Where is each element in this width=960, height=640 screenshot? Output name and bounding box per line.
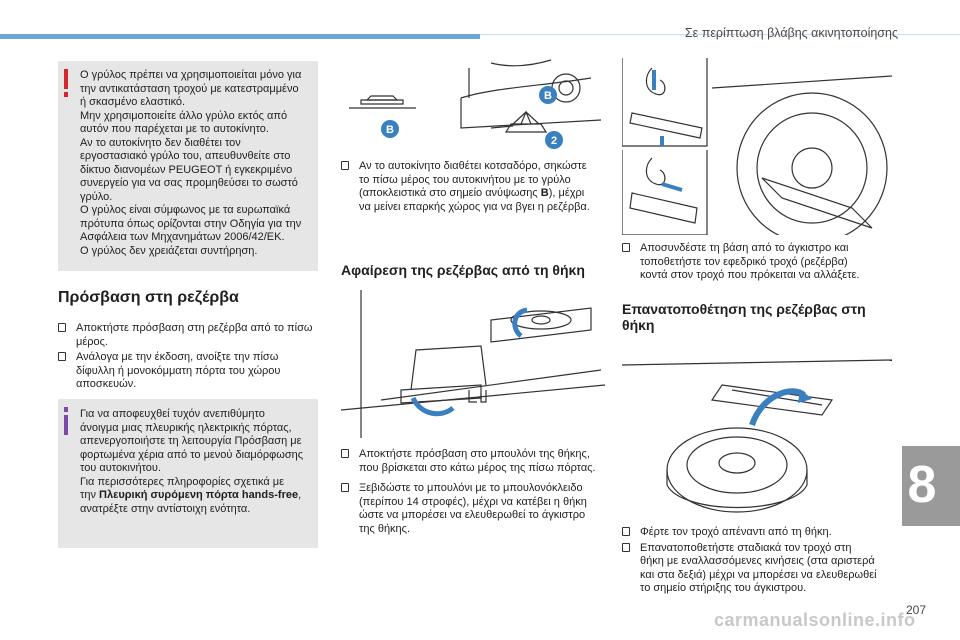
- page-header-title: Σε περίπτωση βλάβης ακινητοποίησης: [684, 26, 898, 40]
- detach-steps: Αποσυνδέστε τη βάση από το άγκιστρο και …: [622, 242, 892, 285]
- access-steps: Αποκτήστε πρόσβαση στη ρεζέρβα από το πί…: [58, 322, 320, 394]
- warning-text: Ο γρύλος πρέπει να χρησιμοποιείται μόνο …: [80, 69, 302, 257]
- info-text: Για να αποφευχθεί τυχόν ανεπιθύμητο άνοι…: [80, 408, 304, 515]
- list-item: Αν το αυτοκίνητο διαθέτει κοτσαδόρο, σηκ…: [341, 160, 603, 214]
- wheel-refit-illustration: [622, 355, 892, 520]
- list-item: Αποκτήστε πρόσβαση στη ρεζέρβα από το πί…: [58, 322, 320, 349]
- step-arrow-icon: [622, 527, 630, 536]
- step-arrow-icon: [58, 323, 66, 332]
- info-box: Για να αποφευχθεί τυχόν ανεπιθύμητο άνοι…: [58, 399, 318, 548]
- list-item: Αποκτήστε πρόσβαση στο μπουλόνι της θήκη…: [341, 448, 609, 475]
- chapter-tab: 8: [902, 446, 960, 526]
- callout-b-2: B: [544, 90, 552, 102]
- step-arrow-icon: [622, 243, 630, 252]
- header-rule: [480, 34, 960, 35]
- cradle-hook-illustration: [622, 58, 892, 235]
- spare-wheel-bolt-illustration: [341, 290, 605, 438]
- header-accent-bar: [0, 34, 480, 39]
- step-arrow-icon: [341, 161, 349, 170]
- list-item: Φέρτε τον τροχό απέναντι από τη θήκη.: [622, 526, 894, 540]
- callout-2: 2: [551, 135, 557, 147]
- jack-lift-illustration: B B 2: [341, 58, 605, 150]
- section-title-refit: Επανατοποθέτηση της ρεζέρβας στη θήκη: [622, 301, 866, 333]
- list-item: Επανατοποθετήστε σταδιακά τον τροχό στη …: [622, 542, 894, 596]
- chapter-number: 8: [907, 456, 937, 514]
- callout-b-1: B: [386, 124, 394, 136]
- step-arrow-icon: [341, 449, 349, 458]
- watermark: carmanualsonline.info: [714, 610, 916, 630]
- step-arrow-icon: [341, 483, 349, 492]
- remove-steps: Αποκτήστε πρόσβαση στο μπουλόνι της θήκη…: [341, 448, 609, 543]
- step-arrow-icon: [622, 542, 630, 552]
- towbar-note: Αν το αυτοκίνητο διαθέτει κοτσαδόρο, σηκ…: [341, 160, 603, 216]
- info-icon: [63, 407, 69, 435]
- section-title-access: Πρόσβαση στη ρεζέρβα: [58, 289, 239, 306]
- section-title-remove: Αφαίρεση της ρεζέρβας από τη θήκη: [341, 262, 585, 278]
- page-number: 207: [906, 603, 927, 617]
- warning-box: Ο γρύλος πρέπει να χρησιμοποιείται μόνο …: [58, 61, 318, 271]
- refit-steps: Φέρτε τον τροχό απέναντι από τη θήκη. Επ…: [622, 526, 894, 598]
- list-item: Ξεβιδώστε το μπουλόνι με το μπουλονόκλει…: [341, 482, 609, 536]
- step-arrow-icon: [58, 352, 66, 361]
- info-bold-term: Πλευρική συρόμενη πόρτα hands-free: [99, 489, 299, 501]
- list-item: Ανάλογα με την έκδοση, ανοίξτε την πίσω …: [58, 351, 320, 392]
- list-item: Αποσυνδέστε τη βάση από το άγκιστρο και …: [622, 242, 892, 283]
- warning-icon: [63, 69, 69, 97]
